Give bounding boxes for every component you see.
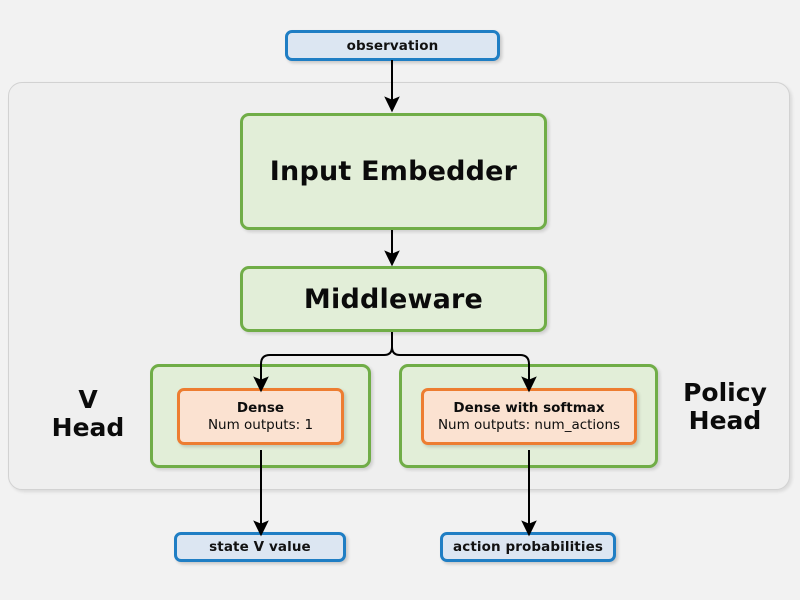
observation-box[interactable]: observation <box>285 30 500 61</box>
v-head-caption-line1: V <box>78 385 98 414</box>
v-head-dense-title: Dense <box>236 399 285 416</box>
observation-label: observation <box>346 37 439 54</box>
middleware-box[interactable]: Middleware <box>240 266 547 332</box>
action-probabilities-label: action probabilities <box>453 539 603 555</box>
policy-head-caption-line1: Policy <box>683 378 767 407</box>
v-head-dense-box[interactable]: Dense Num outputs: 1 <box>177 388 344 445</box>
v-head-caption: V Head <box>36 386 140 442</box>
policy-head-caption: Policy Head <box>662 379 788 435</box>
v-head-dense-subtitle: Num outputs: 1 <box>207 416 314 433</box>
state-v-value-label: state V value <box>209 539 311 555</box>
policy-head-dense-subtitle: Num outputs: num_actions <box>437 416 621 433</box>
state-v-value-box[interactable]: state V value <box>174 532 346 562</box>
input-embedder-box[interactable]: Input Embedder <box>240 113 547 230</box>
policy-head-caption-line2: Head <box>688 406 762 435</box>
action-probabilities-box[interactable]: action probabilities <box>440 532 616 562</box>
v-head-caption-line2: Head <box>51 413 125 442</box>
policy-head-dense-box[interactable]: Dense with softmax Num outputs: num_acti… <box>421 388 637 445</box>
input-embedder-label: Input Embedder <box>269 156 518 187</box>
middleware-label: Middleware <box>303 283 484 315</box>
policy-head-dense-title: Dense with softmax <box>453 399 605 416</box>
